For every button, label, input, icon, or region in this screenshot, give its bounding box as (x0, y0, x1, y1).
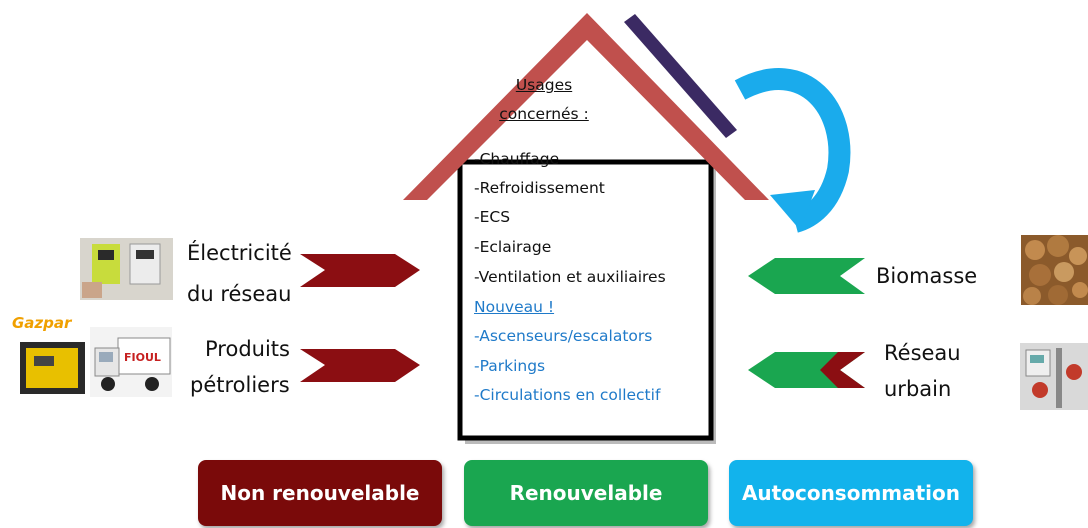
source-petroleum-line1: Produits (205, 337, 290, 361)
cycle-arrow-head (770, 190, 815, 230)
source-urban-network-line1: Réseau (884, 341, 961, 365)
legend-non-renewable: Non renouvelable (198, 460, 442, 526)
chevron-petroleum (300, 349, 420, 382)
usage-item: -Refroidissement (474, 179, 605, 197)
source-petroleum-line2: pétroliers (190, 373, 290, 397)
house-body (457, 159, 714, 441)
autoconsumption-cycle-arrow (734, 68, 851, 233)
urban-network-substation-image (1020, 343, 1088, 410)
source-electricity-line2: du réseau (187, 282, 292, 306)
new-usages-label: Nouveau ! (474, 298, 555, 316)
legend-autoconsumption: Autoconsommation (729, 460, 973, 526)
arrow-biomass (748, 258, 865, 294)
usage-item: -Eclairage (474, 238, 552, 256)
usage-item: -Chauffage (474, 150, 560, 168)
source-electricity-line1: Électricité (187, 241, 292, 265)
gazpar-logo: Gazpar (12, 314, 72, 332)
new-usage-item: -Parkings (474, 357, 546, 375)
new-usage-item: -Circulations en collectif (474, 386, 661, 404)
usages-title-line1: Usages (515, 76, 573, 94)
usage-item: -Ventilation et auxiliaires (474, 268, 666, 286)
legend-renewable: Renouvelable (464, 460, 708, 526)
biomass-wood-image (1021, 235, 1088, 305)
fuel-truck-image: FIOUL (90, 327, 172, 397)
chevron-electricity (300, 254, 420, 287)
usage-item: -ECS (474, 208, 511, 226)
solar-panel (624, 14, 737, 138)
fuel-truck-text: FIOUL (124, 351, 161, 364)
electricity-meter-image (80, 238, 173, 300)
usages-title-line2: concernés : (499, 105, 589, 123)
arrow-urban-network-nonrenewable-part (820, 352, 865, 388)
source-urban-network-line2: urbain (884, 377, 952, 401)
gas-meter-image (20, 342, 85, 394)
source-biomass: Biomasse (876, 264, 978, 288)
new-usage-item: -Ascenseurs/escalators (474, 327, 653, 345)
house-roof (403, 13, 769, 200)
